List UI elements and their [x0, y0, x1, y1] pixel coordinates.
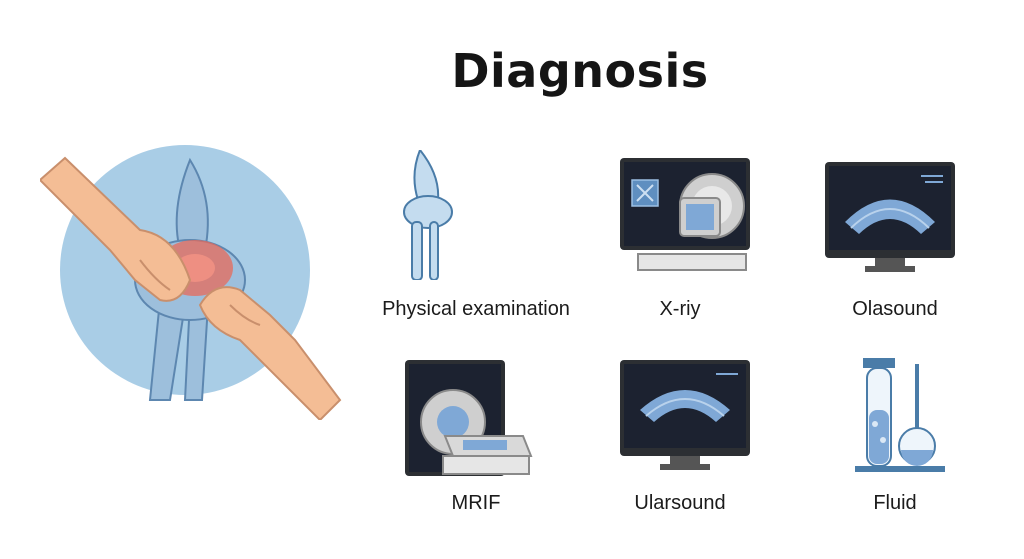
- right-hand: [198, 286, 342, 422]
- knee-examination-illustration: [38, 140, 350, 425]
- lab-tubes-icon: [855, 358, 945, 472]
- ultrasound-monitor-icon: [825, 162, 955, 272]
- fluid-item: [780, 358, 1000, 478]
- knee-joint-icon: [403, 150, 453, 280]
- item-label: Fluid: [873, 492, 917, 514]
- item-label: MRIF: [451, 492, 501, 514]
- ultrasound-item-2: [575, 360, 795, 472]
- ultrasound-monitor-icon: [620, 360, 750, 470]
- xray-machine-icon: [620, 158, 750, 271]
- item-label: Olasound: [852, 298, 938, 320]
- ultrasound-item: [780, 162, 1000, 274]
- mri-scanner-icon: [405, 360, 533, 476]
- item-label: Physical examination: [382, 298, 570, 320]
- item-label: X-riy: [659, 298, 701, 320]
- xray-item: [575, 158, 795, 276]
- item-label: Ularsound: [634, 492, 726, 514]
- page-title: Diagnosis: [451, 44, 709, 98]
- physical-examination-item: [320, 150, 540, 280]
- left-hand: [38, 156, 192, 302]
- mri-item: [360, 360, 580, 478]
